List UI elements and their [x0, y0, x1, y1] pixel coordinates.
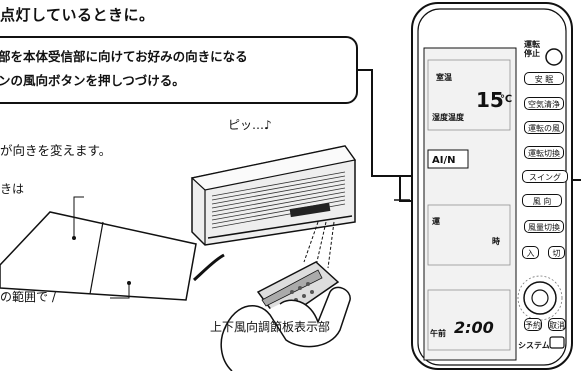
- result-text: が向きを変えます。: [0, 143, 112, 158]
- on-timer-button[interactable]: 入: [522, 246, 539, 259]
- room-temp-label: 室温: [436, 73, 452, 82]
- swing-button[interactable]: スイング: [522, 170, 568, 183]
- system-label: システム: [518, 341, 550, 350]
- power-label: 運転 停止: [524, 40, 540, 58]
- off-timer-button[interactable]: 切: [548, 246, 565, 259]
- air-clean-button[interactable]: 空気清浄: [524, 97, 564, 110]
- reserve-button[interactable]: 予約: [524, 318, 542, 331]
- cancel-button[interactable]: 取消: [548, 318, 566, 331]
- mode-switch-button[interactable]: 運転切換: [524, 146, 564, 159]
- heading: 点灯しているときに。: [0, 6, 155, 24]
- hand-remote: [220, 261, 351, 371]
- instruction-callout: 部を本体受信部に向けてお好みの向きになる ンの風向ボタンを押しつづける。: [0, 36, 358, 104]
- fan-speed-button[interactable]: 風量切換: [524, 220, 564, 233]
- note-range: の範囲で /: [0, 290, 56, 304]
- note-when: きは: [0, 182, 25, 196]
- humidity-label: 湿度温度: [432, 113, 464, 122]
- time-label-1: 運: [432, 217, 440, 226]
- time-label-2: 時: [492, 237, 500, 246]
- mode-label: AI/N: [432, 155, 456, 166]
- temp-unit: ℃: [500, 94, 513, 105]
- beep-text: ピッ…♪: [228, 118, 272, 132]
- am-label: 午前: [430, 329, 446, 338]
- remote-body: [411, 2, 573, 370]
- wind-direction-button[interactable]: 風 向: [522, 194, 562, 207]
- indoor-unit: [190, 145, 357, 246]
- sleep-button[interactable]: 安 眠: [524, 72, 564, 85]
- floor-area-shape: [0, 211, 197, 301]
- time-value: 2:00: [454, 318, 494, 337]
- operation-wind-button[interactable]: 運転の風: [524, 121, 564, 134]
- signal-lines: [303, 221, 335, 269]
- note-display-area: 上下風向調節板表示部: [210, 320, 331, 334]
- callout-line-2: ンの風向ボタンを押しつづける。: [0, 73, 185, 88]
- callout-line-1: 部を本体受信部に向けてお好みの向きになる: [0, 49, 248, 64]
- temp-value: 15: [476, 88, 504, 112]
